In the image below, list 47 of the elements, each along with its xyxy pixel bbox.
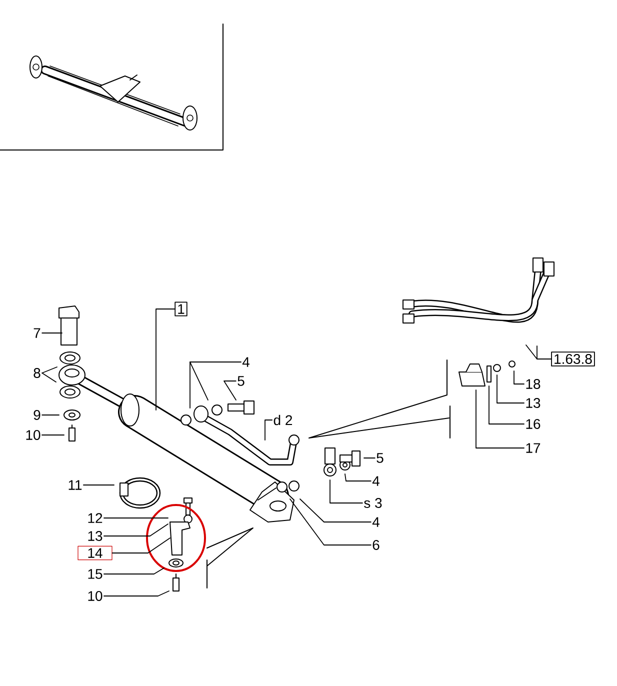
callout-number: 4 <box>242 357 250 367</box>
leader-line <box>42 366 58 374</box>
reference-box: 1 <box>174 302 188 316</box>
callout-number: 6 <box>372 540 380 550</box>
callout-number: s 3 <box>364 498 382 508</box>
leader-line <box>476 390 524 448</box>
leader-line <box>156 308 176 410</box>
leader-line <box>496 374 524 404</box>
callout-number: 16 <box>526 419 540 429</box>
leader-line <box>330 480 363 504</box>
leader-line <box>488 386 524 424</box>
leader-line <box>104 524 168 536</box>
leader-line <box>300 498 372 522</box>
callout-number: 10 <box>26 430 40 440</box>
leader-line <box>290 498 372 546</box>
leader-line <box>514 370 524 384</box>
callout-number: 4 <box>372 476 380 486</box>
leader-line <box>526 344 552 360</box>
leader-line <box>344 474 372 482</box>
callout-number: 7 <box>34 328 40 338</box>
callout-number: 11 <box>68 480 82 490</box>
callout-number: 8 <box>34 368 40 378</box>
callout-number: 15 <box>88 569 102 579</box>
callout-number: 5 <box>238 376 244 386</box>
reference-box: 1.63.8 <box>551 352 595 366</box>
leader-line <box>83 484 114 486</box>
callout-number: 13 <box>88 531 102 541</box>
leader-line <box>190 362 242 400</box>
callout-number: 4 <box>372 517 380 527</box>
leader-line <box>42 372 56 382</box>
leader-line <box>42 434 64 436</box>
leader-line <box>42 332 62 334</box>
callout-number: 17 <box>526 443 540 453</box>
callout-number: 13 <box>526 398 540 408</box>
callout-number: d 2 <box>274 414 292 426</box>
leader-line <box>264 420 273 440</box>
callout-number: 14 <box>78 546 112 560</box>
leader-line <box>104 568 164 574</box>
callout-number: 12 <box>88 513 102 523</box>
leader-line <box>104 590 170 596</box>
callout-number: 5 <box>376 453 384 463</box>
leader-line <box>224 380 236 400</box>
callout-number: 9 <box>34 410 40 420</box>
callout-number: 18 <box>526 379 540 389</box>
leader-line <box>112 538 170 554</box>
leader-line <box>42 414 60 416</box>
callout-number: 10 <box>88 591 102 601</box>
